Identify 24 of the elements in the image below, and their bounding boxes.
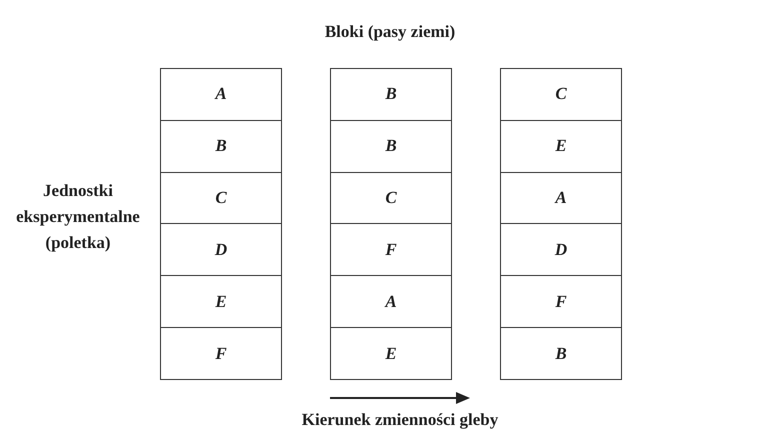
plot-cell: E xyxy=(331,327,451,379)
plot-cell: A xyxy=(161,69,281,120)
plot-cell: C xyxy=(501,69,621,120)
plot-cell: A xyxy=(501,172,621,224)
plot-cell: B xyxy=(501,327,621,379)
plot-cell: B xyxy=(331,120,451,172)
plot-cell: A xyxy=(331,275,451,328)
plot-cell: B xyxy=(161,120,281,172)
plot-cell: E xyxy=(161,275,281,328)
plot-cell: B xyxy=(331,69,451,120)
plot-cell: C xyxy=(331,172,451,224)
axis-label: Jednostki eksperymentalne (poletka) xyxy=(15,180,141,254)
plot-cell: D xyxy=(501,223,621,276)
block-column xyxy=(500,68,622,380)
plot-cell: D xyxy=(161,223,281,276)
plot-cell: F xyxy=(331,223,451,276)
plot-cell: E xyxy=(501,120,621,172)
plot-cell: F xyxy=(501,275,621,328)
plot-cell: F xyxy=(161,327,281,379)
axis-label: Kierunek zmienności gleby xyxy=(300,410,500,430)
diagram-title: Bloki (pasy ziemi) xyxy=(324,22,456,42)
block-column xyxy=(160,68,282,380)
block-column xyxy=(330,68,452,380)
plot-cell: C xyxy=(161,172,281,224)
